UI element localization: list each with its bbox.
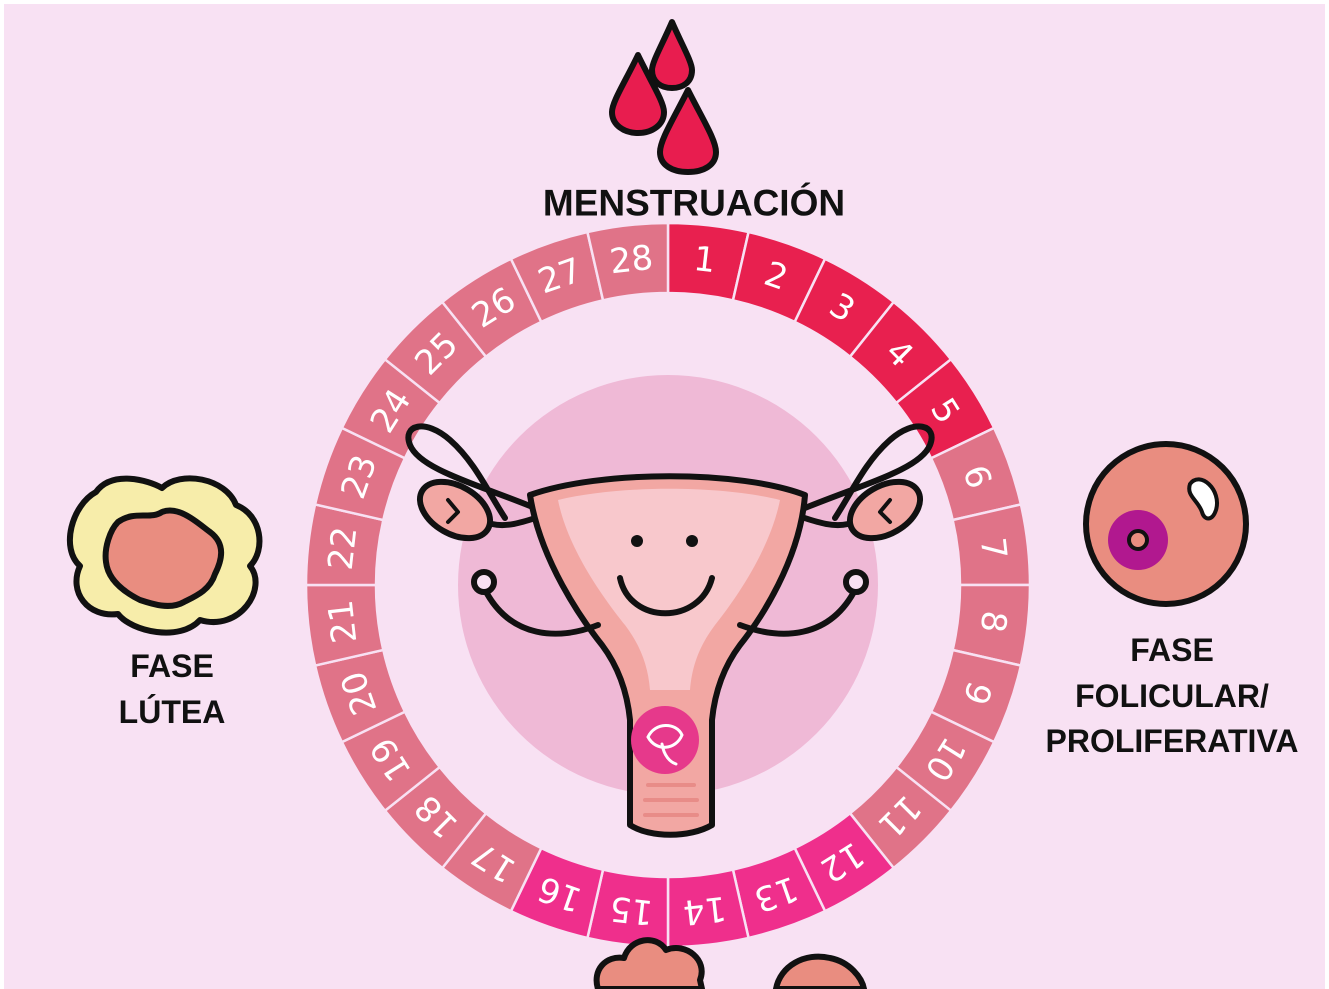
cycle-day-number: 22: [321, 525, 366, 572]
follicular-phase-label-line1: FASE: [1130, 632, 1214, 668]
corpus-luteum-icon: [70, 478, 260, 632]
follicle-icon: [1086, 444, 1246, 604]
follicular-phase-label-line3: PROLIFERATIVA: [1045, 723, 1298, 759]
cycle-day-number: 8: [972, 609, 1014, 635]
cycle-day-number: 15: [608, 888, 655, 933]
egg-badge-icon: [631, 706, 699, 774]
cycle-day-number: 1: [692, 239, 718, 281]
cycle-day-number: 28: [608, 238, 655, 283]
cycle-day-number: 14: [681, 888, 728, 933]
cycle-day-number: 21: [321, 598, 366, 645]
luteal-phase-label-line1: FASE: [130, 648, 214, 684]
follicular-phase-label-line2: FOLICULAR/: [1075, 678, 1269, 714]
luteal-phase-label-line2: LÚTEA: [119, 694, 226, 730]
menstruation-label: MENSTRUACIÓN: [543, 182, 845, 224]
cycle-day-number: 7: [972, 535, 1014, 561]
